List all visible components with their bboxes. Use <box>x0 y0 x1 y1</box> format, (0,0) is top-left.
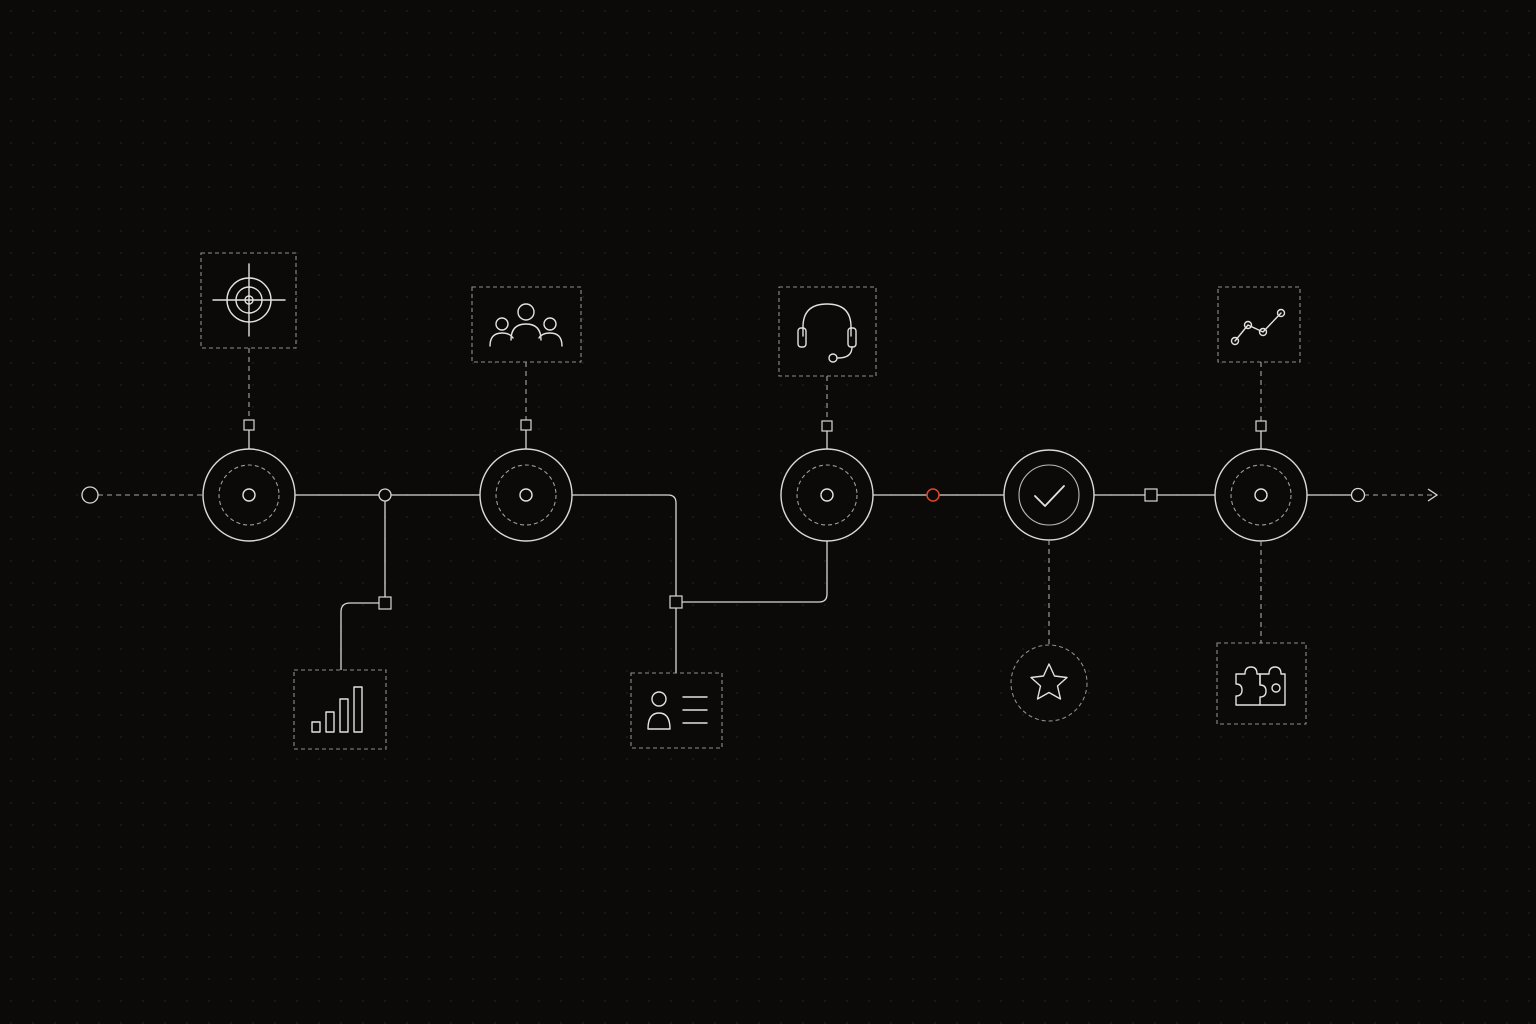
stage-3 <box>778 286 877 542</box>
stage-3-node-center <box>820 488 834 502</box>
puzzle-icon <box>1235 666 1286 706</box>
headset-icon <box>797 303 857 363</box>
stage-5-node-ring <box>1230 464 1292 526</box>
segment-branch-3 <box>676 540 828 603</box>
stage-2-node <box>479 448 573 542</box>
star-icon <box>1030 663 1068 700</box>
stage-2-branch-square <box>669 595 683 609</box>
stage-1-branch-square <box>378 596 392 610</box>
stage-4-node-ring <box>1018 464 1080 526</box>
stage-2-top-square <box>520 419 532 431</box>
puzzle-box <box>1216 642 1307 725</box>
stage-3-node <box>780 448 874 542</box>
stage-1 <box>200 252 392 750</box>
stage-2-node-ring <box>495 464 557 526</box>
stage-3-icon-box <box>778 286 877 377</box>
stage-5 <box>1214 286 1308 725</box>
stage-5-icon-box <box>1217 286 1301 363</box>
stage-1-node-ring <box>218 464 280 526</box>
end-marker <box>1350 487 1366 503</box>
bar-chart-icon <box>311 686 363 733</box>
stage-4 <box>1003 449 1095 722</box>
contact-card-box <box>630 672 723 749</box>
stage-4-node <box>1003 449 1095 541</box>
contact-card-icon <box>647 691 708 730</box>
stage-1-node <box>202 448 296 542</box>
segment-2-branch <box>572 494 677 602</box>
stage-3-top-square <box>821 420 833 432</box>
stage-2-node-center <box>519 488 533 502</box>
stage-5-top-square <box>1255 420 1267 432</box>
team-icon <box>489 303 563 347</box>
start-marker <box>81 486 99 504</box>
checkmark-icon <box>1034 485 1065 507</box>
junction-dot <box>378 488 392 502</box>
end-arrow-icon <box>1427 488 1439 502</box>
star-badge <box>1010 644 1088 722</box>
target-icon <box>212 263 286 337</box>
stage-3-node-ring <box>796 464 858 526</box>
stage-1-branch-lead <box>340 602 379 670</box>
stage-1-node-center <box>242 488 256 502</box>
line-chart-icon <box>1230 308 1286 346</box>
stage-5-node <box>1214 448 1308 542</box>
connector-square <box>1144 488 1158 502</box>
stage-1-top-square <box>243 419 255 431</box>
stage-5-node-center <box>1254 488 1268 502</box>
stage-2 <box>471 286 723 749</box>
highlight-marker <box>926 488 940 502</box>
